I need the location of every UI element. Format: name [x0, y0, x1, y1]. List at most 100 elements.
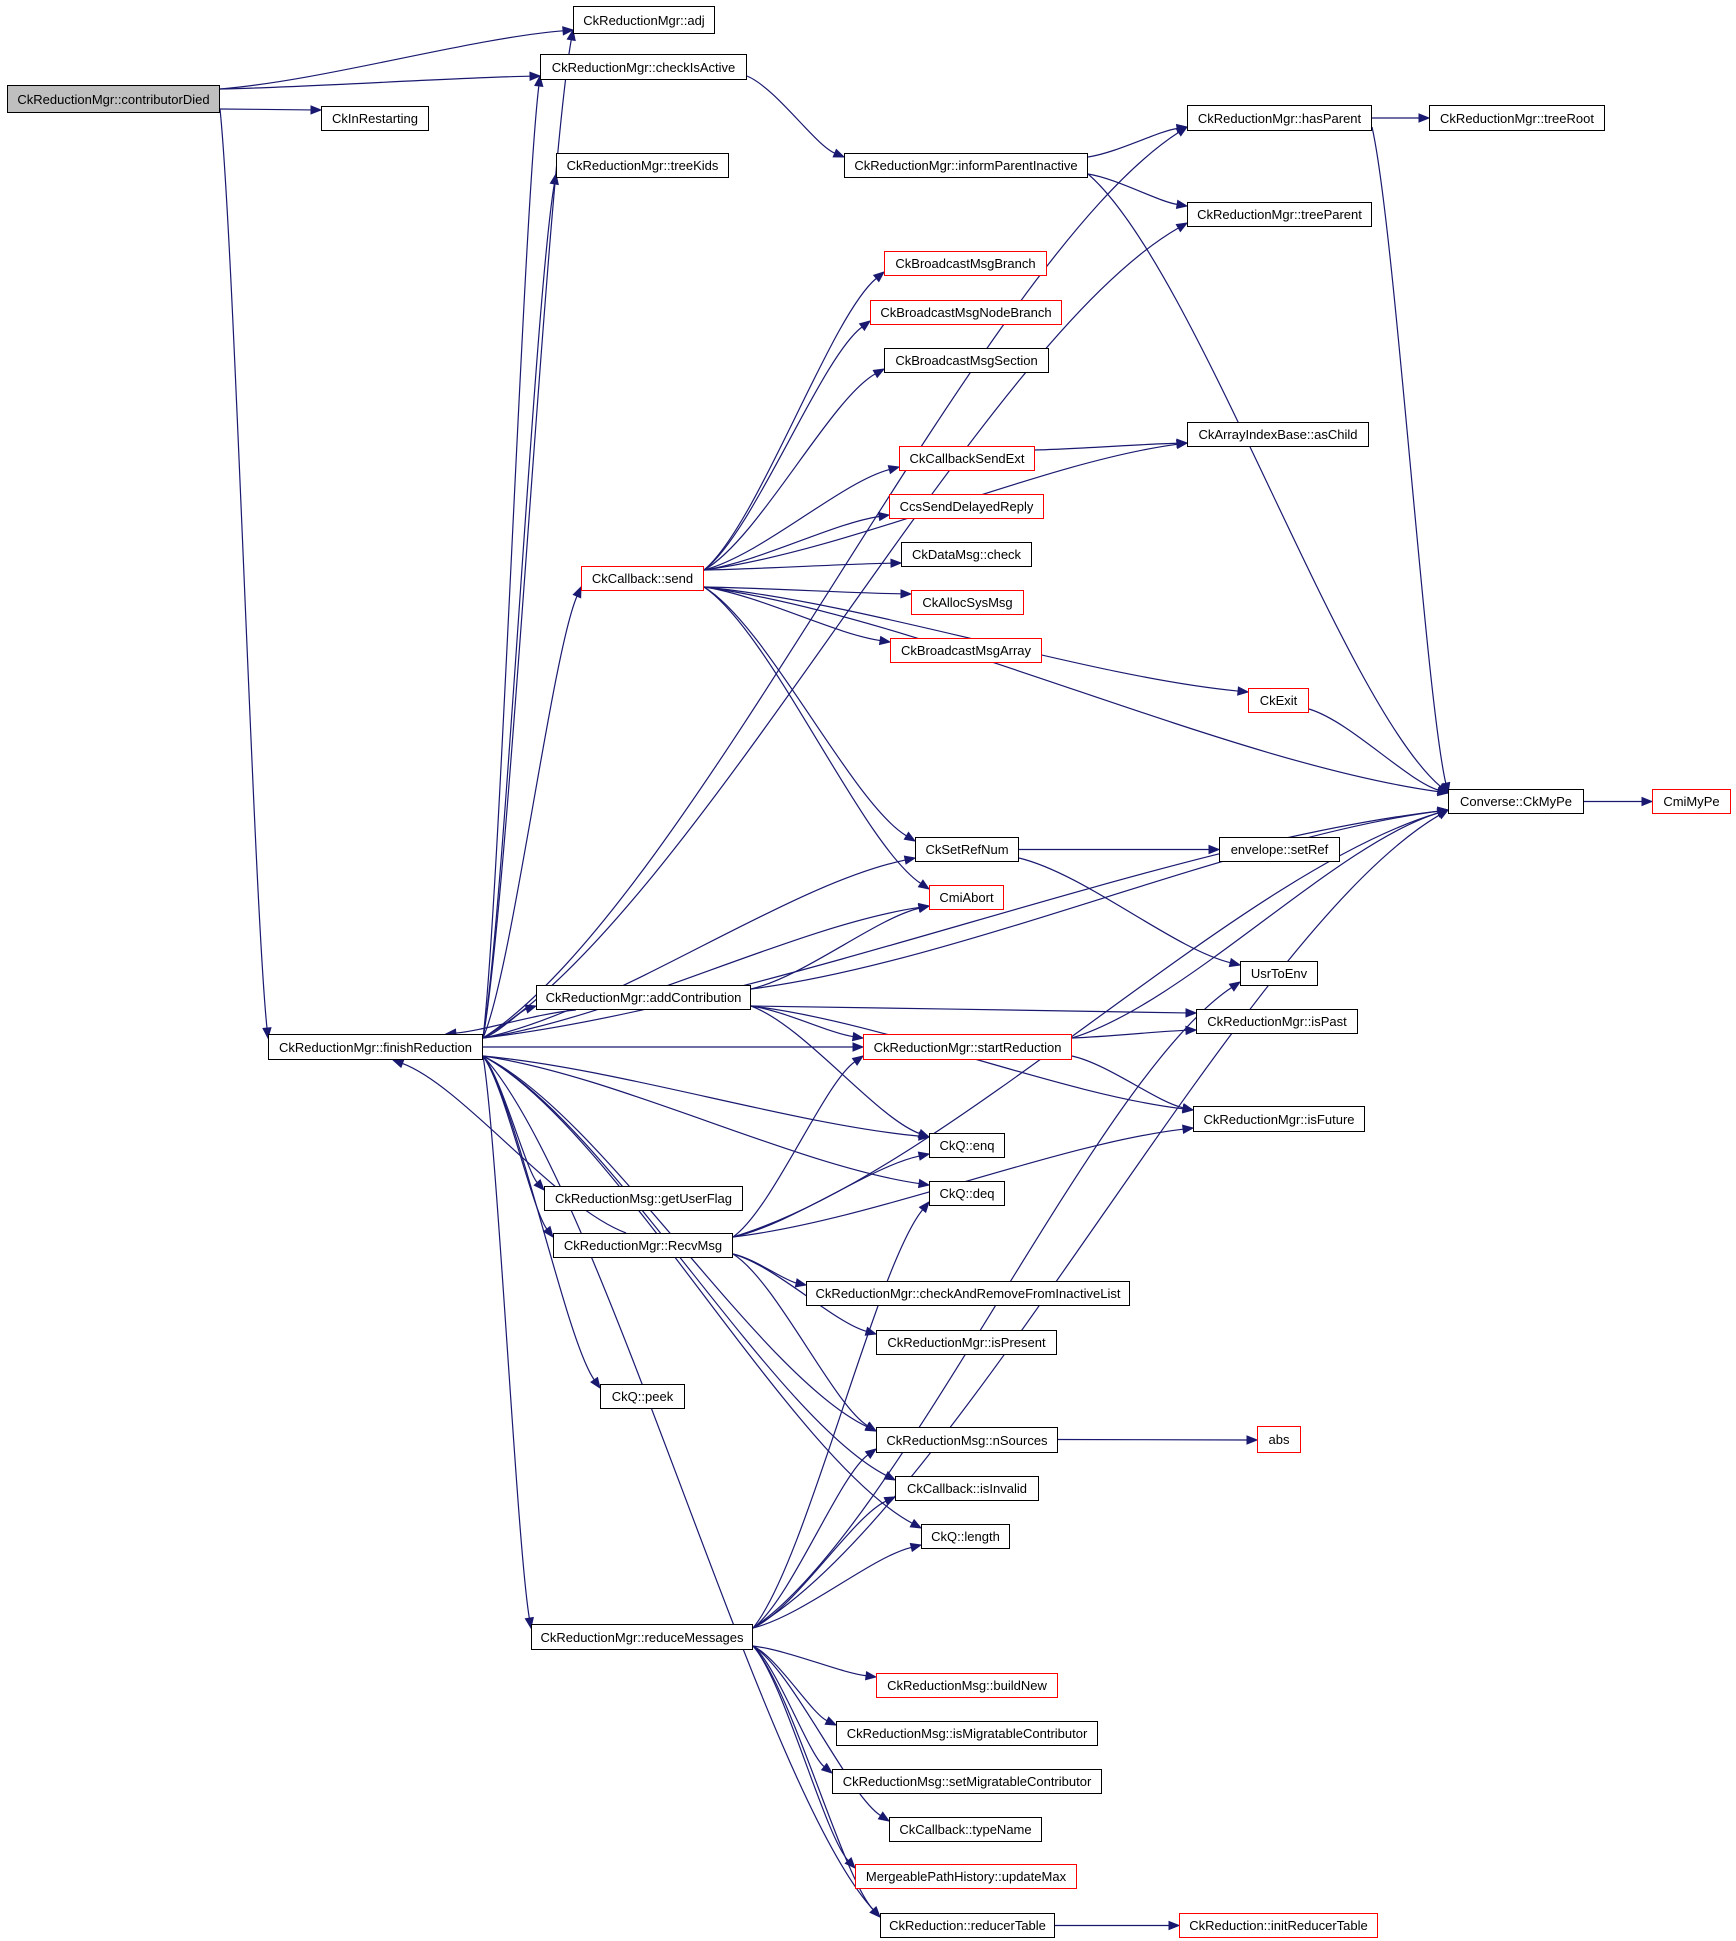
- arrowhead-icon: [851, 1055, 865, 1066]
- node-inform-parent-inactive[interactable]: CkReductionMgr::informParentInactive: [844, 153, 1088, 178]
- arrowhead-icon: [917, 1128, 931, 1138]
- node-peek[interactable]: CkQ::peek: [600, 1384, 685, 1409]
- node-ck-broadcast-msg-node-branch[interactable]: CkBroadcastMsgNodeBranch: [870, 300, 1062, 325]
- arrowhead-icon: [890, 558, 903, 568]
- node-label: CkQ::deq: [939, 1186, 995, 1201]
- edge-recv-msg-to-n-sources: [732, 1253, 868, 1427]
- node-label: Converse::CkMyPe: [1460, 794, 1572, 809]
- node-check-and-remove[interactable]: CkReductionMgr::checkAndRemoveFromInacti…: [806, 1281, 1130, 1306]
- edge-recv-msg-to-ck-my-pe: [732, 812, 1439, 1238]
- node-ck-in-restarting[interactable]: CkInRestarting: [321, 106, 429, 131]
- edge-ck-callback-send-to-cmi-abort: [703, 586, 922, 884]
- edge-finish-reduction-to-length: [482, 1055, 913, 1524]
- node-length[interactable]: CkQ::length: [921, 1524, 1010, 1549]
- node-set-migratable[interactable]: CkReductionMsg::setMigratableContributor: [832, 1769, 1102, 1794]
- node-label: CkReductionMsg::setMigratableContributor: [842, 1774, 1092, 1789]
- arrowhead-icon: [864, 1448, 878, 1460]
- edge-contributor-died-to-adj: [219, 30, 564, 90]
- node-is-present[interactable]: CkReductionMgr::isPresent: [876, 1330, 1057, 1355]
- node-cmi-abort[interactable]: CmiAbort: [929, 885, 1004, 910]
- node-tree-root[interactable]: CkReductionMgr::treeRoot: [1429, 105, 1605, 131]
- node-label: CkReductionMgr::checkAndRemoveFromInacti…: [815, 1286, 1121, 1301]
- node-is-migratable[interactable]: CkReductionMsg::isMigratableContributor: [836, 1721, 1098, 1746]
- edge-start-reduction-to-is-future: [1071, 1055, 1184, 1109]
- node-ck-set-ref-num[interactable]: CkSetRefNum: [915, 837, 1019, 862]
- node-label: UsrToEnv: [1250, 966, 1308, 981]
- node-is-future[interactable]: CkReductionMgr::isFuture: [1193, 1106, 1365, 1132]
- arrowhead-icon: [529, 71, 542, 81]
- edge-ck-callback-send-to-ck-broadcast-msg-node-branch: [703, 326, 863, 571]
- edge-ck-callback-send-to-ck-broadcast-msg-branch: [703, 277, 877, 571]
- arrowhead-icon: [877, 511, 891, 522]
- node-tree-parent[interactable]: CkReductionMgr::treeParent: [1187, 202, 1372, 227]
- node-tree-kids[interactable]: CkReductionMgr::treeKids: [556, 153, 729, 178]
- node-cmi-my-pe[interactable]: CmiMyPe: [1652, 789, 1731, 814]
- node-ck-callback-send-ext[interactable]: CkCallbackSendExt: [899, 446, 1035, 471]
- node-finish-reduction[interactable]: CkReductionMgr::finishReduction: [268, 1034, 483, 1060]
- arrowhead-icon: [534, 74, 544, 87]
- edge-reduce-messages-to-reducer-table: [752, 1645, 874, 1911]
- arrowhead-icon: [900, 589, 913, 599]
- edge-contributor-died-to-finish-reduction: [219, 108, 268, 1029]
- node-ck-broadcast-msg-array[interactable]: CkBroadcastMsgArray: [890, 638, 1042, 663]
- node-start-reduction[interactable]: CkReductionMgr::startReduction: [863, 1034, 1072, 1060]
- arrowhead-icon: [917, 903, 931, 913]
- node-deq[interactable]: CkQ::deq: [929, 1181, 1005, 1206]
- node-ck-broadcast-msg-section[interactable]: CkBroadcastMsgSection: [884, 348, 1049, 373]
- node-enq[interactable]: CkQ::enq: [929, 1133, 1005, 1158]
- edge-reduce-messages-to-type-name: [752, 1645, 881, 1817]
- node-as-child[interactable]: CkArrayIndexBase::asChild: [1187, 422, 1369, 447]
- node-label: CkReduction::initReducerTable: [1189, 1918, 1368, 1933]
- node-ck-exit[interactable]: CkExit: [1248, 688, 1309, 713]
- arrowhead-icon: [1441, 781, 1451, 795]
- node-is-invalid[interactable]: CkCallback::isInvalid: [895, 1476, 1039, 1501]
- edge-recv-msg-to-start-reduction: [732, 1061, 856, 1238]
- arrowhead-icon: [1168, 1920, 1181, 1931]
- node-abs[interactable]: abs: [1257, 1426, 1301, 1453]
- arrowhead-icon: [832, 148, 846, 158]
- edge-ck-exit-to-ck-my-pe: [1308, 708, 1439, 791]
- edge-ck-callback-send-to-ck-callback-send-ext: [703, 468, 890, 571]
- node-label: CkReductionMsg::nSources: [886, 1432, 1048, 1448]
- node-has-parent[interactable]: CkReductionMgr::hasParent: [1187, 105, 1372, 131]
- node-label: CkReductionMsg::getUserFlag: [554, 1191, 733, 1206]
- arrowhead-icon: [1182, 1124, 1195, 1134]
- node-type-name[interactable]: CkCallback::typeName: [889, 1817, 1042, 1842]
- node-check-is-active[interactable]: CkReductionMgr::checkIsActive: [540, 54, 747, 80]
- node-n-sources[interactable]: CkReductionMsg::nSources: [876, 1427, 1058, 1453]
- node-init-reducer-table[interactable]: CkReduction::initReducerTable: [1179, 1913, 1378, 1938]
- node-label: CkCallback::send: [591, 571, 694, 586]
- node-ck-alloc-sys-msg[interactable]: CkAllocSysMsg: [911, 590, 1024, 615]
- arrowhead-icon: [1237, 686, 1250, 696]
- arrowhead-icon: [878, 635, 892, 646]
- node-contributor-died[interactable]: CkReductionMgr::contributorDied: [7, 85, 220, 113]
- arrowhead-icon: [844, 1857, 856, 1869]
- node-set-ref[interactable]: envelope::setRef: [1219, 837, 1340, 862]
- node-label: CkReductionMgr::contributorDied: [17, 91, 210, 107]
- node-get-user-flag[interactable]: CkReductionMsg::getUserFlag: [544, 1186, 743, 1211]
- node-ck-my-pe[interactable]: Converse::CkMyPe: [1448, 789, 1584, 814]
- node-recv-msg[interactable]: CkReductionMgr::RecvMsg: [553, 1233, 733, 1258]
- node-label: CkReductionMgr::checkIsActive: [551, 59, 736, 75]
- edge-has-parent-to-ck-my-pe: [1371, 126, 1447, 784]
- node-usr-to-env[interactable]: UsrToEnv: [1240, 961, 1318, 986]
- arrowhead-icon: [869, 1906, 881, 1918]
- node-adj[interactable]: CkReductionMgr::adj: [573, 6, 715, 34]
- node-reduce-messages[interactable]: CkReductionMgr::reduceMessages: [531, 1624, 753, 1650]
- node-ck-data-msg-check[interactable]: CkDataMsg::check: [901, 542, 1032, 567]
- edge-finish-reduction-to-peek: [482, 1055, 595, 1381]
- node-ck-broadcast-msg-branch[interactable]: CkBroadcastMsgBranch: [884, 251, 1047, 276]
- arrowhead-icon: [909, 1518, 923, 1529]
- node-build-new[interactable]: CkReductionMsg::buildNew: [876, 1673, 1058, 1698]
- node-ccs-send-delayed-reply[interactable]: CcsSendDelayedReply: [889, 494, 1044, 519]
- edge-ck-callback-send-to-ck-my-pe: [703, 586, 1439, 793]
- node-is-past[interactable]: CkReductionMgr::isPast: [1196, 1009, 1358, 1034]
- node-reducer-table[interactable]: CkReduction::reducerTable: [880, 1913, 1055, 1938]
- node-update-max[interactable]: MergeablePathHistory::updateMax: [855, 1864, 1077, 1889]
- arrowhead-icon: [864, 1326, 878, 1336]
- node-add-contribution[interactable]: CkReductionMgr::addContribution: [536, 985, 751, 1010]
- edge-reduce-messages-to-deq: [752, 1209, 924, 1629]
- node-label: envelope::setRef: [1230, 842, 1329, 857]
- node-ck-callback-send[interactable]: CkCallback::send: [581, 566, 704, 591]
- node-label: CkReductionMgr::isPresent: [887, 1335, 1046, 1350]
